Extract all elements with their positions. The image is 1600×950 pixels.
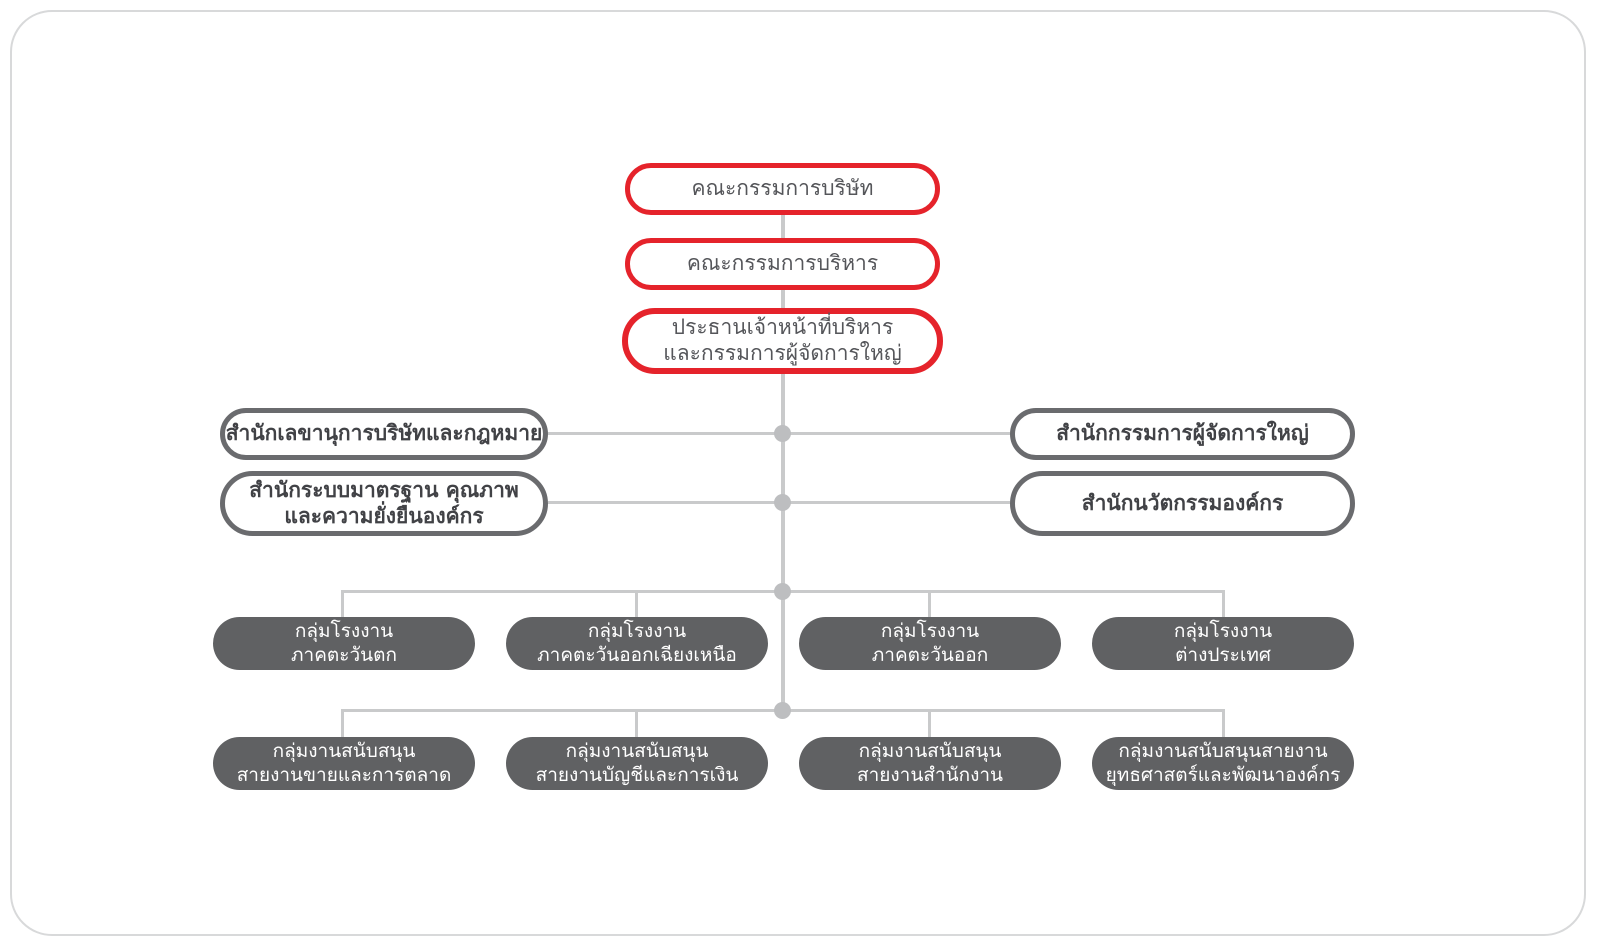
node-label: ต่างประเทศ <box>1175 643 1271 666</box>
node-label: สำนักเลขานุการบริษัทและกฎหมาย <box>225 421 543 446</box>
node-factory-group-west: กลุ่มโรงงาน ภาคตะวันตก <box>213 617 475 670</box>
node-support-group-sales-marketing: กลุ่มงานสนับสนุน สายงานขายและการตลาด <box>213 737 475 790</box>
junction-dot-offices-1 <box>774 425 791 442</box>
junction-dot-support <box>774 702 791 719</box>
node-label: กลุ่มโรงงาน <box>1173 620 1273 643</box>
connector-drop-factory-west <box>341 590 344 617</box>
junction-dot-factory <box>774 583 791 600</box>
node-president-office: สำนักกรรมการผู้จัดการใหญ่ <box>1010 408 1355 460</box>
node-support-group-office: กลุ่มงานสนับสนุน สายงานสำนักงาน <box>799 737 1061 790</box>
node-label: กลุ่มโรงงาน <box>880 620 980 643</box>
connector-board-to-exec <box>781 215 785 240</box>
node-factory-group-northeast: กลุ่มโรงงาน ภาคตะวันออกเฉียงเหนือ <box>506 617 768 670</box>
connector-drop-support-strategy <box>1222 709 1225 737</box>
node-label: คณะกรรมการบริหาร <box>686 251 879 276</box>
connector-drop-factory-international <box>1222 590 1225 617</box>
connector-exec-to-ceo <box>781 290 785 310</box>
node-label: กลุ่มงานสนับสนุนสายงาน <box>1118 740 1328 763</box>
node-label: คณะกรรมการบริษัท <box>691 176 874 201</box>
connector-drop-factory-northeast <box>635 590 638 617</box>
node-label: ประธานเจ้าหน้าที่บริหาร <box>671 315 894 340</box>
node-label: สายงานขายและการตลาด <box>236 763 452 786</box>
node-factory-group-international: กลุ่มโรงงาน ต่างประเทศ <box>1092 617 1354 670</box>
node-label: สำนักนวัตกรรมองค์กร <box>1081 490 1284 515</box>
node-label: สำนักระบบมาตรฐาน คุณภาพ <box>249 477 519 502</box>
node-label: สายงานบัญชีและการเงิน <box>535 763 739 786</box>
connector-main-spine <box>781 373 785 711</box>
node-label: และกรรมการผู้จัดการใหญ่ <box>663 341 902 365</box>
connector-drop-support-office <box>928 709 931 737</box>
node-support-group-accounting-finance: กลุ่มงานสนับสนุน สายงานบัญชีและการเงิน <box>506 737 768 790</box>
node-label: กลุ่มโรงงาน <box>294 620 394 643</box>
node-label: และความยั่งยืนองค์กร <box>284 503 484 528</box>
node-factory-group-east: กลุ่มโรงงาน ภาคตะวันออก <box>799 617 1061 670</box>
junction-dot-offices-2 <box>774 494 791 511</box>
node-label: กลุ่มงานสนับสนุน <box>272 740 416 763</box>
node-board-of-directors: คณะกรรมการบริษัท <box>625 163 940 215</box>
connector-drop-factory-east <box>928 590 931 617</box>
node-ceo-president: ประธานเจ้าหน้าที่บริหาร และกรรมการผู้จัด… <box>622 308 943 374</box>
node-label: กลุ่มโรงงาน <box>587 620 687 643</box>
node-executive-committee: คณะกรรมการบริหาร <box>625 238 940 290</box>
node-label: กลุ่มงานสนับสนุน <box>565 740 709 763</box>
node-corporate-secretary-legal-office: สำนักเลขานุการบริษัทและกฎหมาย <box>220 408 548 460</box>
connector-drop-support-accounting <box>635 709 638 737</box>
node-label: สำนักกรรมการผู้จัดการใหญ่ <box>1056 421 1309 446</box>
outer-frame <box>10 10 1586 936</box>
node-label: ภาคตะวันออก <box>871 643 989 666</box>
node-label: ภาคตะวันตก <box>291 643 397 666</box>
node-standards-quality-sustainability-office: สำนักระบบมาตรฐาน คุณภาพ และความยั่งยืนอง… <box>220 471 548 536</box>
node-label: ภาคตะวันออกเฉียงเหนือ <box>537 643 737 666</box>
node-label: สายงานสำนักงาน <box>856 763 1004 786</box>
node-label: ยุทธศาสตร์และพัฒนาองค์กร <box>1105 763 1341 786</box>
node-corporate-innovation-office: สำนักนวัตกรรมองค์กร <box>1010 471 1355 536</box>
node-support-group-strategy-od: กลุ่มงานสนับสนุนสายงาน ยุทธศาสตร์และพัฒน… <box>1092 737 1354 790</box>
node-label: กลุ่มงานสนับสนุน <box>858 740 1002 763</box>
connector-drop-support-sales <box>341 709 344 737</box>
